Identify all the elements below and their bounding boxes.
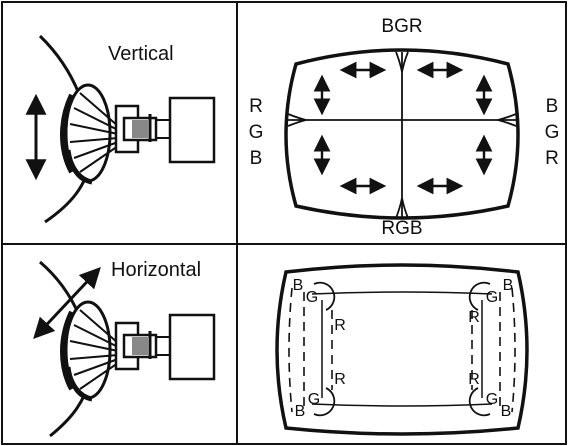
top-label-bgr: BGR (381, 16, 422, 37)
double-arrow-icon (33, 266, 101, 340)
left-stack-g: G (249, 122, 264, 143)
vertical-neck-panel: Vertical (25, 34, 216, 224)
corner-tr-b: B (503, 277, 514, 294)
corner-tl-g: G (306, 289, 318, 306)
dashed-raster (288, 287, 516, 413)
inner-r-tl: R (334, 317, 346, 334)
crt-neck-assembly-icon (60, 300, 216, 402)
movement-arrows (313, 61, 493, 195)
vertical-screen-panel: BGR RGB R G B B G R (249, 16, 560, 239)
screen-outline (284, 48, 520, 220)
corner-tr-g: G (486, 289, 498, 306)
center-lines (287, 51, 517, 219)
bottom-label-rgb: RGB (381, 218, 422, 239)
inner-raster (311, 291, 493, 407)
corner-br-b: B (501, 403, 512, 420)
corner-bl-b: B (295, 403, 306, 420)
inner-r-bl: R (334, 371, 346, 388)
right-stack-r: R (545, 148, 559, 169)
corner-br-g: G (486, 391, 498, 408)
vertical-label: Vertical (108, 43, 174, 65)
horizontal-neck-panel: Horizontal (33, 259, 216, 438)
screen-outline (275, 263, 529, 436)
left-stack-b: B (250, 148, 263, 169)
horizontal-screen-panel: B G G B B G G B R R R R (275, 263, 529, 436)
left-stack-r: R (249, 96, 263, 117)
corner-bl-g: G (308, 391, 320, 408)
inner-r-br: R (468, 371, 480, 388)
corner-arcs (313, 281, 491, 417)
right-stack-b: B (546, 96, 559, 117)
corner-tl-b: B (293, 277, 304, 294)
inner-r-tr: R (468, 309, 480, 326)
right-stack-g: G (545, 122, 560, 143)
horizontal-label: Horizontal (111, 259, 201, 281)
crt-neck-assembly-icon (60, 83, 216, 185)
